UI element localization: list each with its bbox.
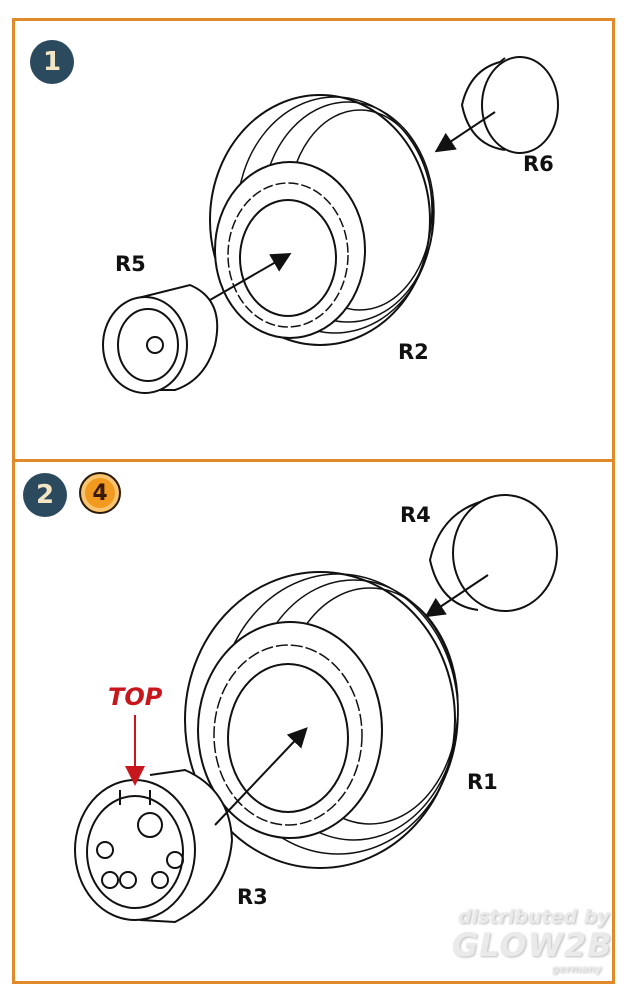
part-label-r2: R2 bbox=[398, 340, 429, 364]
step-1-badge: 1 bbox=[30, 40, 74, 84]
step-divider bbox=[12, 459, 615, 462]
hubcap-r6 bbox=[460, 56, 559, 154]
watermark-distributed-by: distributed by bbox=[458, 906, 610, 928]
step-1-frame bbox=[12, 18, 615, 984]
part-label-r4: R4 bbox=[400, 503, 431, 527]
wheel-r3 bbox=[74, 768, 234, 924]
part-label-r5: R5 bbox=[115, 252, 146, 276]
tire-r2 bbox=[209, 94, 435, 346]
part-label-r6: R6 bbox=[523, 152, 554, 176]
reference-step-badge: 4 bbox=[79, 472, 121, 514]
watermark-logo: GLOW2B bbox=[452, 926, 613, 964]
top-annotation: TOP bbox=[108, 683, 163, 711]
hubcap-r4 bbox=[428, 494, 558, 612]
step-2-badge: 2 bbox=[23, 473, 67, 517]
wheel-r5 bbox=[102, 283, 219, 394]
watermark-germany: germany bbox=[552, 964, 602, 975]
part-label-r3: R3 bbox=[237, 885, 268, 909]
tire-r1 bbox=[184, 571, 459, 869]
part-label-r1: R1 bbox=[467, 770, 498, 794]
